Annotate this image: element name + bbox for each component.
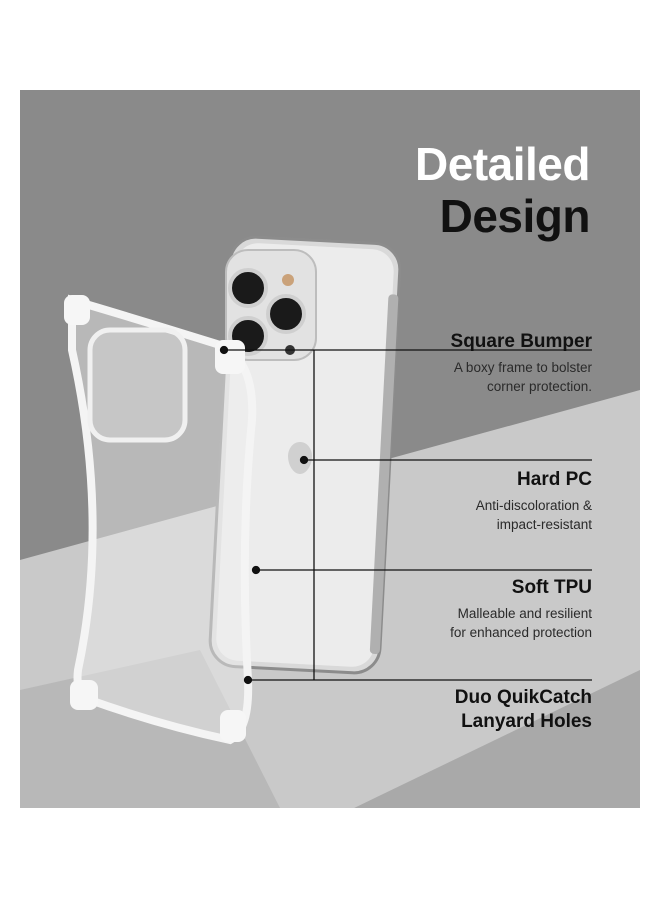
feature-square-bumper: Square Bumper A boxy frame to bolster co… [451,330,592,396]
feature-desc-line-2: for enhanced protection [450,625,592,640]
feature-lanyard-holes: Duo QuikCatch Lanyard Holes [455,686,592,734]
camera-flash [282,274,294,286]
floor-shadow [354,670,640,808]
clear-case [64,294,257,745]
case-corner-bumper-1 [64,295,90,325]
case-corner-bumper-2 [215,340,245,374]
case-corner-bumper-3 [70,680,98,710]
feature-heading: Duo QuikCatch [454,687,592,708]
feature-desc-line-1: A boxy frame to bolster [453,360,592,375]
camera-lens-3 [266,294,306,334]
feature-heading: Hard PC [517,469,592,490]
callout-lines [219,345,592,685]
headline: Detailed Design [415,138,590,242]
feature-desc-line-1: Malleable and resilient [457,606,592,621]
case-camera-cutout [87,327,188,443]
feature-heading: Square Bumper [450,331,592,352]
phone [208,235,402,675]
feature-desc-line-2: corner protection. [486,379,592,394]
product-illustration [20,235,640,808]
feature-soft-tpu: Soft TPU Malleable and resilient for enh… [450,576,592,642]
feature-desc-line-2: impact-resistant [496,517,592,532]
apple-logo [288,442,312,474]
feature-desc-line-1: Anti-discoloration & [475,498,592,513]
headline-line-2: Design [439,190,591,242]
feature-heading-line-2: Lanyard Holes [461,711,592,732]
case-corner-bumper-4 [220,710,246,742]
product-image-panel: Detailed Design Square Bumper A boxy fra… [20,90,640,808]
camera-lens-1 [228,268,268,308]
headline-line-1: Detailed [415,138,590,190]
feature-hard-pc: Hard PC Anti-discoloration & impact-resi… [476,468,592,534]
feature-heading: Soft TPU [511,577,592,598]
